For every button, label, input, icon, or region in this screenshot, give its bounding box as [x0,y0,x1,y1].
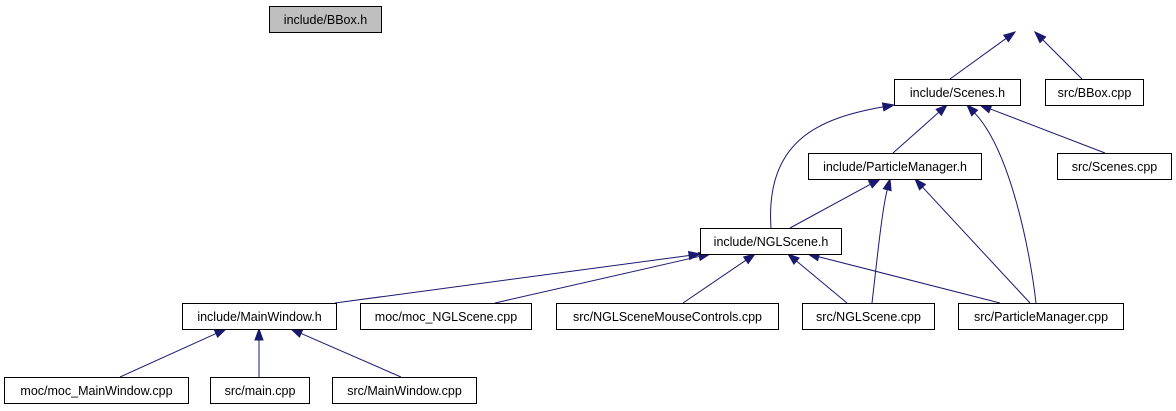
edge-line-mainwindow_h-to-nglscene_h [334,254,690,304]
node-label-nglscene-cpp: src/NGLScene.cpp [816,310,921,324]
edge-arrowhead-mainwindow_h-to-nglscene_h [687,250,702,261]
edge-line-nglscene_h-to-scenes_h [770,106,884,229]
edge-line-nglscene_h-to-particlemanager_h [789,183,871,229]
node-moc-mainwindow-cpp[interactable]: moc/moc_MainWindow.cpp [4,377,189,404]
edge-line-mainwindow_cpp-to-mainwindow_h [300,332,402,378]
node-particlemanager-h[interactable]: include/ParticleManager.h [808,153,982,180]
edge-line-particlemanager_cpp-to-particlemanager_h [922,186,1031,304]
edge-arrowhead-nglscene_h-to-particlemanager_h [867,178,882,189]
node-label-particlemanager-cpp: src/ParticleManager.cpp [974,310,1108,324]
node-box-mainwindow-h[interactable] [182,303,337,330]
node-label-main-cpp: src/main.cpp [225,384,296,398]
node-label-scenes-cpp: src/Scenes.cpp [1072,160,1158,174]
node-label-mainwindow-cpp: src/MainWindow.cpp [347,384,462,398]
node-box-nglscene-cpp[interactable] [802,303,935,330]
node-box-moc-mainwindow-cpp[interactable] [4,377,189,404]
node-mainwindow-h[interactable]: include/MainWindow.h [182,303,337,330]
node-nglscene-h[interactable]: include/NGLScene.h [700,228,842,255]
node-main-cpp[interactable]: src/main.cpp [210,377,310,404]
edge-arrowhead-main_cpp-to-mainwindow_h [254,327,264,341]
edge-moc_mainwindow_cpp-to-mainwindow_h [119,328,228,378]
edge-arrowhead-nglscene_cpp-to-particlemanager_h [882,177,892,192]
edge-nglscene_cpp-to-particlemanager_h [871,177,892,304]
edge-line-particlemanager_cpp-to-nglscene_h [818,256,1001,304]
node-box-moc-nglscene-cpp[interactable] [360,303,532,330]
node-box-particlemanager-cpp[interactable] [958,303,1124,330]
node-box-bbox-h[interactable] [269,6,382,33]
node-mousecontrols-cpp[interactable]: src/NGLSceneMouseControls.cpp [556,303,779,330]
edge-line-particlemanager_h-to-scenes_h [892,111,940,154]
edge-arrowhead-scenes_h-to-bbox_h [1002,31,1017,43]
edge-nglscene_h-to-particlemanager_h [789,178,882,229]
node-box-mainwindow-cpp[interactable] [332,377,477,404]
node-label-scenes-h: include/Scenes.h [910,86,1005,100]
edge-arrowhead-particlemanager_cpp-to-particlemanager_h [914,177,927,191]
edge-arrowhead-scenes_cpp-to-scenes_h [978,104,993,114]
edge-nglscene_h-to-scenes_h [770,102,896,229]
edge-arrowhead-particlemanager_cpp-to-scenes_h [965,103,979,117]
node-box-main-cpp[interactable] [210,377,310,404]
edge-line-nglscene_cpp-to-particlemanager_h [871,189,888,304]
node-label-particlemanager-h: include/ParticleManager.h [823,160,967,174]
node-box-scenes-h[interactable] [894,79,1021,106]
node-box-scenes-cpp[interactable] [1057,153,1172,180]
edge-arrowhead-bbox_cpp-to-bbox_h [1033,30,1047,44]
node-label-bbox-cpp: src/BBox.cpp [1058,86,1132,100]
node-label-moc-mainwindow-cpp: moc/moc_MainWindow.cpp [20,384,172,398]
edge-line-moc_mainwindow_cpp-to-mainwindow_h [119,333,217,378]
node-box-mousecontrols-cpp[interactable] [556,303,779,330]
edge-particlemanager_cpp-to-particlemanager_h [914,177,1031,304]
edge-line-particlemanager_cpp-to-scenes_h [974,112,1037,304]
edge-scenes_h-to-bbox_h [949,31,1017,80]
edge-line-mousecontrols_cpp-to-nglscene_h [682,259,747,304]
edge-nglscene_cpp-to-nglscene_h [786,253,848,304]
edge-line-moc_nglscene_cpp-to-nglscene_h [494,255,700,304]
node-bbox-h[interactable]: include/BBox.h [269,6,382,33]
edge-bbox_cpp-to-bbox_h [1033,30,1083,80]
node-box-bbox-cpp[interactable] [1045,79,1144,106]
node-box-particlemanager-h[interactable] [808,153,982,180]
node-nglscene-cpp[interactable]: src/NGLScene.cpp [802,303,935,330]
edge-main_cpp-to-mainwindow_h [254,327,264,377]
edge-mainwindow_cpp-to-mainwindow_h [289,328,402,378]
nodes-layer: include/BBox.h include/Scenes.h src/BBox.c… [4,6,1172,404]
edge-line-bbox_cpp-to-bbox_h [1042,39,1083,80]
edge-arrowhead-nglscene_cpp-to-nglscene_h [786,253,800,265]
edges-layer [119,30,1106,378]
node-label-moc-nglscene-cpp: moc/moc_NGLScene.cpp [375,310,517,324]
edge-line-nglscene_cpp-to-nglscene_h [796,260,848,304]
edge-arrowhead-mousecontrols_cpp-to-nglscene_h [742,253,757,265]
node-label-bbox-h: include/BBox.h [284,13,367,27]
node-mainwindow-cpp[interactable]: src/MainWindow.cpp [332,377,477,404]
node-label-mousecontrols-cpp: src/NGLSceneMouseControls.cpp [573,310,762,324]
edge-moc_nglscene_cpp-to-nglscene_h [494,251,712,304]
node-scenes-cpp[interactable]: src/Scenes.cpp [1057,153,1172,180]
edge-particlemanager_cpp-to-scenes_h [965,103,1037,304]
node-box-nglscene-h[interactable] [700,228,842,255]
edge-mainwindow_h-to-nglscene_h [334,250,702,304]
edge-arrowhead-particlemanager_h-to-scenes_h [935,104,949,117]
node-moc-nglscene-cpp[interactable]: moc/moc_NGLScene.cpp [360,303,532,330]
edge-mousecontrols_cpp-to-nglscene_h [682,253,757,304]
node-scenes-h[interactable]: include/Scenes.h [894,79,1021,106]
edge-arrowhead-moc_mainwindow_cpp-to-mainwindow_h [213,328,228,339]
node-particlemanager-cpp[interactable]: src/ParticleManager.cpp [958,303,1124,330]
edge-particlemanager_h-to-scenes_h [892,104,949,154]
node-bbox-cpp[interactable]: src/BBox.cpp [1045,79,1144,106]
edge-arrowhead-mainwindow_cpp-to-mainwindow_h [289,328,304,338]
edge-scenes_cpp-to-scenes_h [978,104,1106,154]
edge-line-scenes_h-to-bbox_h [949,38,1007,80]
node-label-mainwindow-h: include/MainWindow.h [197,310,321,324]
edge-line-scenes_cpp-to-scenes_h [990,108,1106,154]
node-label-nglscene-h: include/NGLScene.h [714,235,829,249]
edge-arrowhead-nglscene_h-to-scenes_h [881,102,896,112]
edge-particlemanager_cpp-to-nglscene_h [806,252,1001,304]
